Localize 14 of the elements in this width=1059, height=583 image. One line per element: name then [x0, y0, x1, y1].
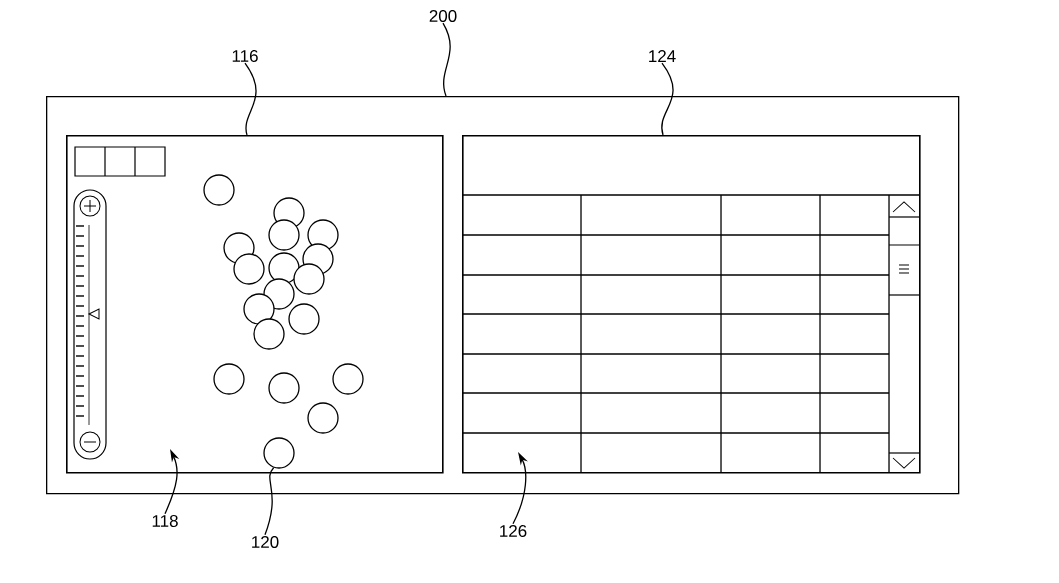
leader-line	[661, 62, 674, 136]
leader-line	[442, 22, 451, 97]
window-frame	[46, 96, 960, 495]
leader-line	[244, 62, 257, 136]
callout-number: 200	[429, 9, 457, 22]
map-marker-circle	[263, 437, 295, 469]
map-panel	[66, 135, 444, 474]
callout-number: 120	[252, 536, 279, 548]
callout-number: 116	[232, 49, 258, 62]
leader-line	[264, 467, 275, 536]
callout-number: 118	[152, 515, 178, 527]
table-panel	[462, 135, 921, 474]
callout-number: 126	[500, 525, 527, 537]
callout-number: 124	[649, 50, 676, 62]
